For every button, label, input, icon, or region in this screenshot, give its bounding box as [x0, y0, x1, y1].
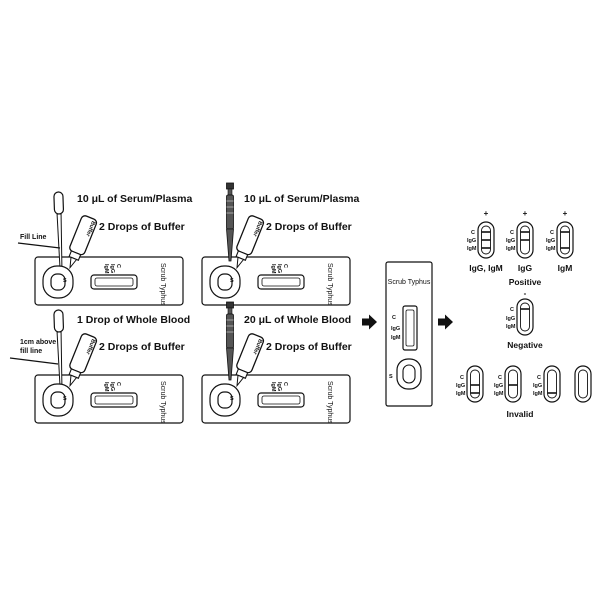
result-negative: - C IgG IgM	[506, 289, 534, 336]
control-line-label: C	[115, 382, 121, 386]
panel-serum-pipette: S C IgM IgG Scrub Typhus Buffer 10 μL of…	[201, 182, 360, 306]
result-invalid-3: C IgG IgM	[533, 365, 561, 403]
sample-well-label: S	[63, 278, 67, 284]
sample-instruction: 10 μL of Serum/Plasma	[77, 193, 193, 205]
result-positive-igm: + C IgG IgM IgM	[546, 209, 574, 273]
negative-caption: Negative	[507, 340, 543, 350]
fill-line-note-2: fill line	[20, 348, 42, 355]
svg-text:C: C	[510, 230, 514, 236]
result-invalid-4	[574, 365, 592, 403]
svg-text:C: C	[510, 307, 514, 313]
cassette-name: Scrub Typhus	[159, 381, 166, 424]
svg-text:IgM: IgM	[506, 324, 516, 330]
positive-caption: Positive	[509, 277, 542, 287]
buffer-bottle-icon: Buffer	[228, 331, 266, 390]
igg-line-label: IgG	[276, 382, 282, 391]
sample-instruction: 1 Drop of Whole Blood	[77, 314, 190, 326]
result-label: IgG	[518, 263, 533, 273]
result-invalid-1: C IgG IgM	[456, 365, 484, 403]
svg-text:IgG: IgG	[494, 383, 503, 389]
svg-text:C: C	[471, 230, 475, 236]
svg-text:+: +	[563, 209, 568, 218]
panel-serum-dropper: S C IgM IgG Scrub Typhus Buffer Fill Lin…	[17, 191, 193, 306]
igm-line-label: IgM	[103, 382, 109, 392]
svg-text:IgM: IgM	[467, 246, 477, 252]
fill-line-pointer	[9, 357, 59, 365]
panel-blood-dropper: S C IgM IgG Scrub Typhus Buffer 1cm abov…	[9, 309, 190, 424]
dropper-icon	[53, 191, 66, 267]
sample-instruction: 20 μL of Whole Blood	[244, 314, 351, 326]
sample-well-label: S	[230, 278, 234, 284]
vertical-cassette: Scrub Typhus C IgG IgM S	[385, 261, 433, 407]
arrow-right-icon	[362, 314, 377, 330]
igm-line-label: IgM	[391, 335, 401, 341]
buffer-bottle-icon: Buffer	[228, 213, 266, 272]
igm-line-label: IgM	[103, 264, 109, 274]
svg-text:IgM: IgM	[506, 246, 516, 252]
buffer-instruction: 2 Drops of Buffer	[99, 221, 185, 233]
svg-text:IgG: IgG	[467, 238, 476, 244]
svg-text:Buffer: Buffer	[251, 220, 263, 238]
buffer-instruction: 2 Drops of Buffer	[266, 341, 352, 353]
fill-line-pointer	[17, 242, 61, 249]
cassette-name: Scrub Typhus	[159, 263, 166, 306]
igg-line-label: IgG	[276, 264, 282, 273]
buffer-bottle-icon: Buffer	[61, 331, 99, 390]
svg-text:C: C	[537, 375, 541, 381]
svg-text:IgM: IgM	[456, 391, 466, 397]
panel-blood-pipette: S C IgM IgG Scrub Typhus Buffer 20 μL of…	[201, 301, 352, 424]
cassette-name: Scrub Typhus	[326, 381, 333, 424]
result-label: IgG, IgM	[469, 263, 503, 273]
sample-well-label: S	[389, 374, 393, 380]
buffer-bottle-icon: Buffer	[61, 213, 99, 272]
result-invalid-2: C IgG IgM	[494, 365, 522, 403]
fill-line-note-1: 1cm above	[20, 339, 56, 346]
fill-line-note: Fill Line	[20, 234, 47, 241]
igm-line-label: IgM	[270, 264, 276, 274]
control-line-label: C	[282, 264, 288, 268]
svg-text:IgG: IgG	[456, 383, 465, 389]
buffer-instruction: 2 Drops of Buffer	[266, 221, 352, 233]
svg-text:IgG: IgG	[506, 238, 515, 244]
sample-well-label: S	[230, 396, 234, 402]
arrow-right-icon	[438, 314, 453, 330]
igm-line-label: IgM	[270, 382, 276, 392]
igg-line-label: IgG	[109, 264, 115, 273]
svg-text:C: C	[460, 375, 464, 381]
svg-text:IgM: IgM	[546, 246, 556, 252]
invalid-caption: Invalid	[507, 409, 534, 419]
svg-text:+: +	[523, 209, 528, 218]
control-line-label: C	[115, 264, 121, 268]
sample-instruction: 10 μL of Serum/Plasma	[244, 193, 360, 205]
svg-text:Buffer: Buffer	[84, 220, 96, 238]
svg-text:IgM: IgM	[494, 391, 504, 397]
svg-text:C: C	[550, 230, 554, 236]
pipette-icon	[226, 301, 234, 381]
svg-text:Buffer: Buffer	[84, 338, 96, 356]
svg-text:-: -	[524, 289, 527, 298]
svg-text:+: +	[484, 209, 489, 218]
result-label: IgM	[558, 263, 573, 273]
control-line-label: C	[392, 315, 396, 321]
svg-text:IgG: IgG	[506, 316, 515, 322]
result-positive-igg: + C IgG IgM IgG	[506, 209, 534, 273]
svg-text:C: C	[498, 375, 502, 381]
svg-text:IgG: IgG	[546, 238, 555, 244]
cassette-name: Scrub Typhus	[326, 263, 333, 306]
svg-text:Buffer: Buffer	[251, 338, 263, 356]
cassette-name: Scrub Typhus	[388, 279, 431, 286]
result-positive-igg-igm: + C IgG IgM IgG, IgM	[467, 209, 503, 273]
dropper-icon	[53, 309, 66, 385]
svg-text:IgM: IgM	[533, 391, 543, 397]
buffer-instruction: 2 Drops of Buffer	[99, 341, 185, 353]
pipette-icon	[226, 182, 234, 262]
igg-line-label: IgG	[109, 382, 115, 391]
svg-text:IgG: IgG	[533, 383, 542, 389]
igg-line-label: IgG	[391, 326, 400, 332]
sample-well-label: S	[63, 396, 67, 402]
results-panel: + C IgG IgM IgG, IgM + C IgG IgM IgG + C…	[456, 209, 592, 419]
control-line-label: C	[282, 382, 288, 386]
